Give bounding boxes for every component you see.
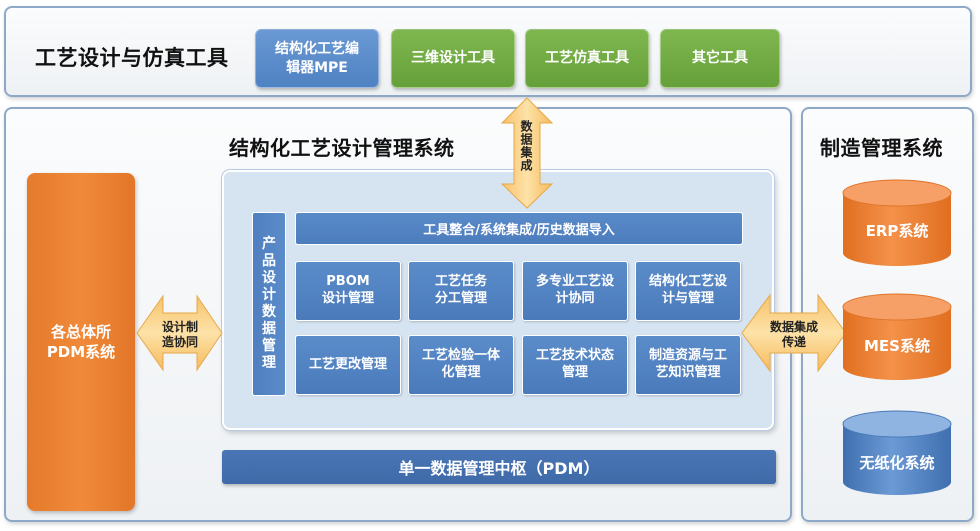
module-pbom-line1: PBOM bbox=[326, 274, 370, 290]
product-design-data-label: 产品设计数据管理 bbox=[262, 235, 276, 372]
integration-bar[interactable]: 工具整合/系统集成/历史数据导入 bbox=[295, 212, 743, 245]
mpe-editor-tool[interactable]: 结构化工艺编 辑器MPE bbox=[255, 29, 379, 88]
module-multi-line1: 多专业工艺设 bbox=[535, 274, 614, 290]
3d-design-tool[interactable]: 三维设计工具 bbox=[391, 29, 515, 88]
module-tech-status[interactable]: 工艺技术状态管理 bbox=[522, 335, 628, 395]
module-resources-knowledge[interactable]: 制造资源与工艺知识管理 bbox=[635, 335, 741, 395]
manufacturing-panel-title: 制造管理系统 bbox=[820, 136, 943, 160]
module-structured-design[interactable]: 结构化工艺设计与管理 bbox=[635, 261, 741, 321]
module-change-line1: 工艺更改管理 bbox=[308, 356, 387, 372]
module-inspection-line1: 工艺检验一体 bbox=[421, 348, 500, 364]
integration-bar-label: 工具整合/系统集成/历史数据导入 bbox=[423, 223, 615, 238]
module-task-line1: 工艺任务 bbox=[434, 274, 487, 290]
design-collab-label-2: 造协同 bbox=[161, 335, 198, 349]
module-multi-line2: 计协同 bbox=[555, 291, 595, 306]
data-transfer-arrow-label: 数据集成 传递 bbox=[766, 320, 822, 350]
module-task-division[interactable]: 工艺任务分工管理 bbox=[408, 261, 514, 321]
pdm-hub-bar[interactable]: 单一数据管理中枢（PDM） bbox=[222, 450, 776, 484]
module-structured-line2: 计与管理 bbox=[661, 291, 714, 306]
data-transfer-label-1: 数据集成 bbox=[769, 320, 818, 334]
process-simulation-tool-label: 工艺仿真工具 bbox=[545, 50, 629, 67]
mpe-editor-label-2: 辑器MPE bbox=[286, 59, 348, 76]
main-system-title: 结构化工艺设计管理系统 bbox=[229, 136, 455, 160]
data-transfer-label-2: 传递 bbox=[781, 335, 806, 349]
pdm-hub-label: 单一数据管理中枢（PDM） bbox=[398, 459, 600, 478]
module-multi-discipline[interactable]: 多专业工艺设计协同 bbox=[522, 261, 628, 321]
module-change-management[interactable]: 工艺更改管理 bbox=[295, 335, 401, 395]
design-collab-label-1: 设计制 bbox=[161, 320, 198, 334]
module-pbom-line2: 设计管理 bbox=[321, 291, 374, 306]
paperless-system-label: 无纸化系统 bbox=[859, 454, 935, 472]
process-simulation-tool[interactable]: 工艺仿真工具 bbox=[525, 29, 649, 88]
data-integration-arrow-label: 数据集成 bbox=[519, 120, 533, 172]
module-resources-line2: 艺知识管理 bbox=[655, 365, 721, 380]
3d-design-tool-label: 三维设计工具 bbox=[411, 50, 495, 67]
module-status-line2: 管理 bbox=[561, 365, 588, 380]
mes-system-label: MES系统 bbox=[864, 337, 930, 355]
institute-pdm-system[interactable]: 各总体所 PDM系统 bbox=[27, 173, 135, 511]
tools-panel-title: 工艺设计与仿真工具 bbox=[35, 46, 229, 70]
module-structured-line1: 结构化工艺设 bbox=[648, 274, 727, 290]
mpe-editor-label-1: 结构化工艺编 bbox=[275, 40, 359, 57]
other-tools[interactable]: 其它工具 bbox=[660, 29, 780, 88]
design-collab-arrow-label: 设计制 造协同 bbox=[160, 320, 200, 350]
module-task-line2: 分工管理 bbox=[434, 291, 487, 306]
module-inspection[interactable]: 工艺检验一体化管理 bbox=[408, 335, 514, 395]
institute-pdm-label-1: 各总体所 bbox=[50, 322, 111, 341]
module-inspection-line2: 化管理 bbox=[441, 365, 481, 380]
module-status-line1: 工艺技术状态 bbox=[535, 348, 614, 364]
other-tools-label: 其它工具 bbox=[692, 50, 748, 67]
module-resources-line1: 制造资源与工 bbox=[648, 348, 727, 364]
institute-pdm-label-2: PDM系统 bbox=[46, 343, 116, 361]
product-design-data-bar[interactable]: 产品设计数据管理 bbox=[252, 212, 286, 396]
erp-system-label: ERP系统 bbox=[865, 222, 929, 240]
